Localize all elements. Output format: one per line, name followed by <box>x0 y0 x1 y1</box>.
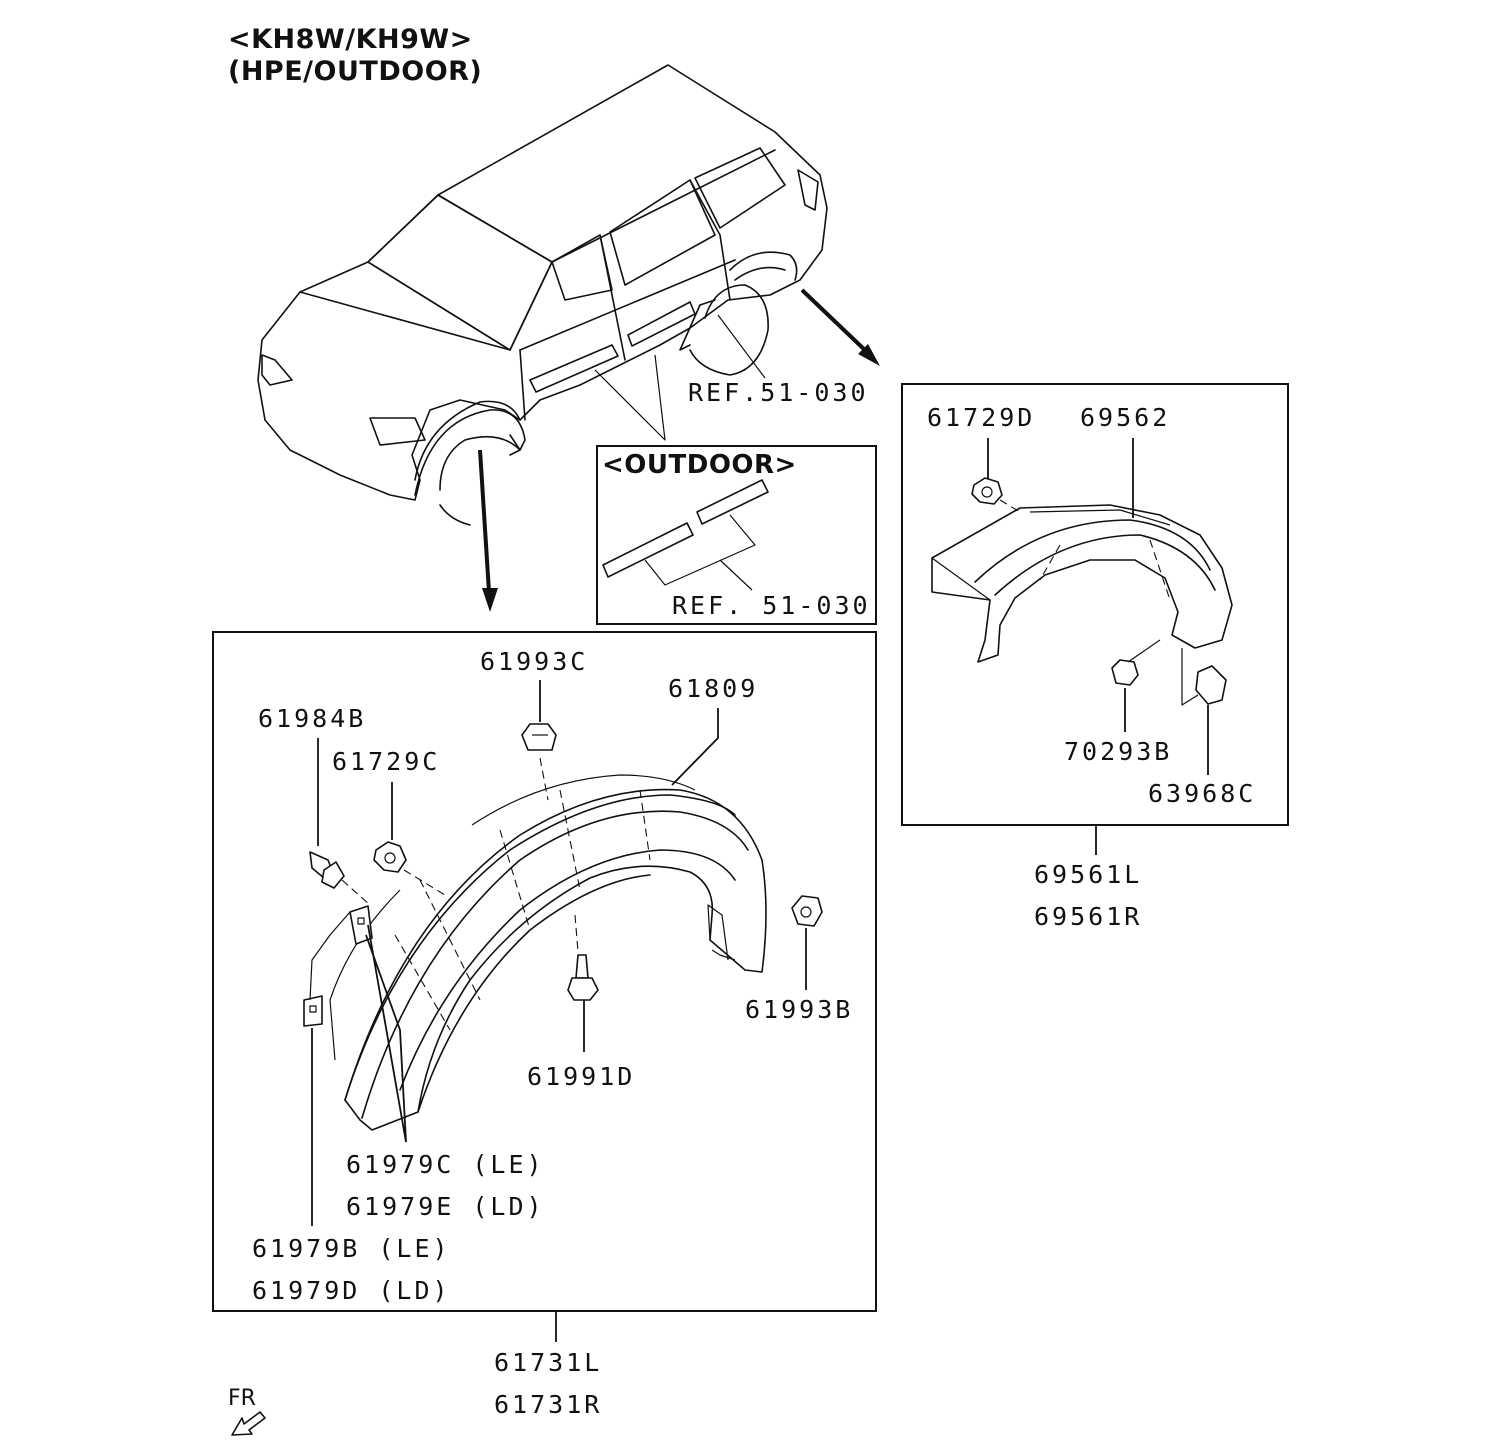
vehicle-illustration <box>257 64 828 526</box>
front-bracket-upper-le: 61979C (LE) <box>346 1150 545 1179</box>
rear-nut-part <box>1181 648 1227 706</box>
front-molding-label: 61809 <box>668 674 758 703</box>
outdoor-ref-label: REF. 51-030 <box>672 591 871 620</box>
outdoor-detail-box: <OUTDOOR> REF. 51-030 <box>596 445 877 625</box>
front-screw-label: 61991D <box>527 1062 635 1091</box>
rear-molding-label: 69562 <box>1080 403 1170 432</box>
arrow-to-rear-detail <box>800 288 880 366</box>
front-lower-bracket-part <box>303 995 323 1027</box>
rear-clip-label: 61729D <box>927 403 1035 432</box>
model-code: <KH8W/KH9W> <box>228 24 473 55</box>
front-right-clip-part <box>791 895 823 927</box>
outdoor-title: <OUTDOOR> <box>602 450 797 480</box>
front-bracket-lower-le: 61979B (LE) <box>252 1234 451 1263</box>
front-upper-bracket-leader <box>365 924 407 1143</box>
front-bracket-upper-ld: 61979E (LD) <box>346 1192 545 1221</box>
vehicle-ref-label: REF.51-030 <box>688 378 869 407</box>
front-pin-part <box>309 851 345 889</box>
rear-assembly-left: 69561L <box>1034 860 1142 889</box>
front-molding-leader <box>671 708 719 786</box>
front-bracket-lower-ld: 61979D (LD) <box>252 1276 451 1305</box>
front-right-clip-label: 61993B <box>745 995 853 1024</box>
rear-clip-part <box>971 477 1003 505</box>
rear-screw-label: 70293B <box>1064 737 1172 766</box>
rear-assembly-right: 69561R <box>1034 902 1142 931</box>
front-top-clip-label: 61993C <box>480 647 588 676</box>
front-assembly-left: 61731L <box>494 1348 602 1377</box>
front-pin-label: 61984B <box>258 704 366 733</box>
front-left-clip-label: 61729C <box>332 747 440 776</box>
front-direction-arrow-icon <box>231 1411 266 1436</box>
front-direction-label: FR <box>228 1386 256 1411</box>
rear-fender-flare <box>931 504 1233 663</box>
rear-screw-part <box>1111 639 1161 686</box>
front-detail-box: 61993C 61809 61984B 61729C 61993B 61991D… <box>212 631 877 1312</box>
vehicle-ref-leader <box>717 314 766 379</box>
outdoor-leaders <box>594 354 666 441</box>
arrow-to-front-detail <box>478 449 498 612</box>
front-top-clip-part <box>521 723 557 751</box>
front-upper-bracket-part <box>349 905 373 945</box>
variant-code: (HPE/OUTDOOR) <box>228 56 482 87</box>
front-fender-flare <box>329 774 767 1131</box>
rear-detail-box: 61729D 69562 70293B <box>901 383 1289 826</box>
front-assembly-right: 61731R <box>494 1390 602 1419</box>
front-left-clip-part <box>373 841 407 873</box>
rear-nut-label: 63968C <box>1148 779 1256 808</box>
front-screw-part <box>567 954 599 1001</box>
